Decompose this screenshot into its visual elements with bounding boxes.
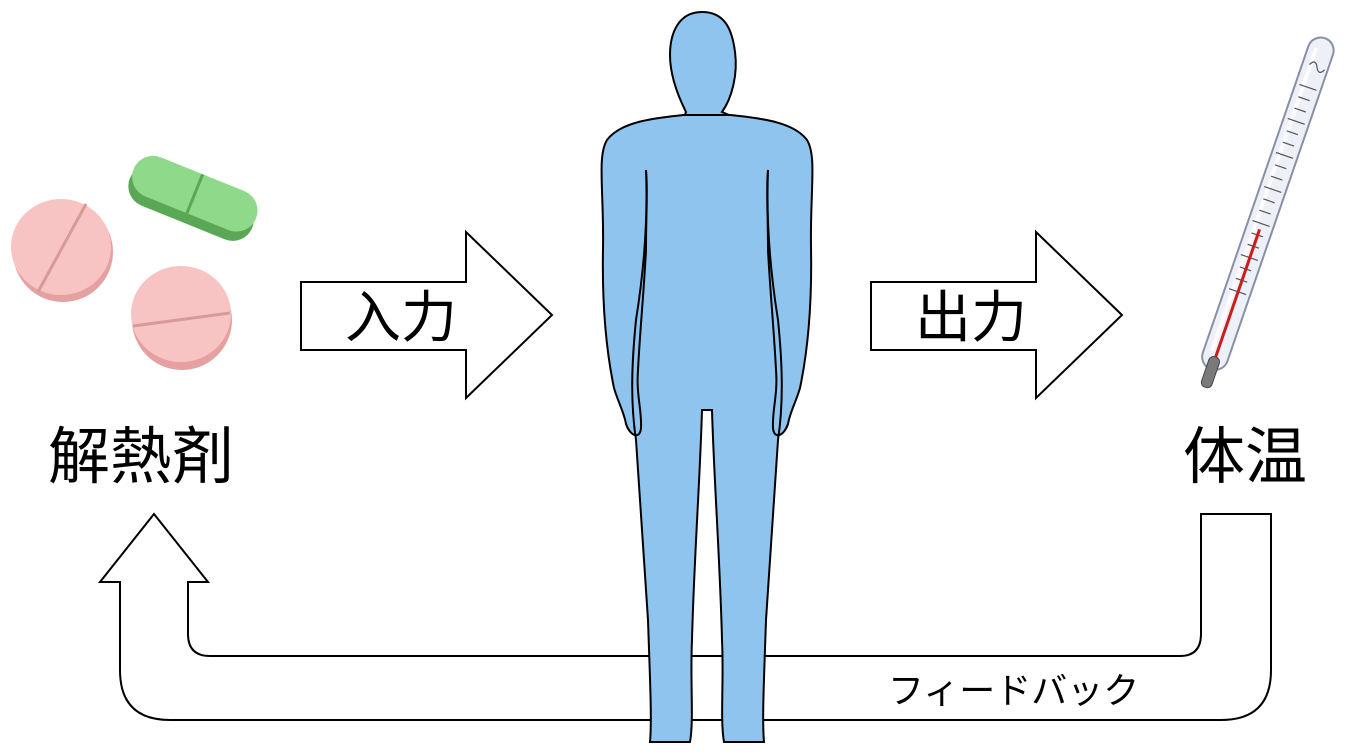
pills-icon [11,155,258,370]
feedback-arrow [97,512,1272,721]
pink-pill-bottom [131,266,232,370]
green-capsule [128,155,258,241]
input-label: 入力 [345,286,457,351]
feedback-label: フィードバック [888,671,1139,712]
medicine-label: 解熱剤 [48,420,234,493]
human-silhouette-icon [600,10,814,743]
input-arrow: 入力 [300,229,554,401]
thermometer-icon [1200,36,1335,389]
pink-pill-left [11,199,113,302]
body-temperature-label: 体温 [1183,420,1307,493]
output-arrow: 出力 [870,229,1124,401]
output-label: 出力 [915,286,1027,351]
